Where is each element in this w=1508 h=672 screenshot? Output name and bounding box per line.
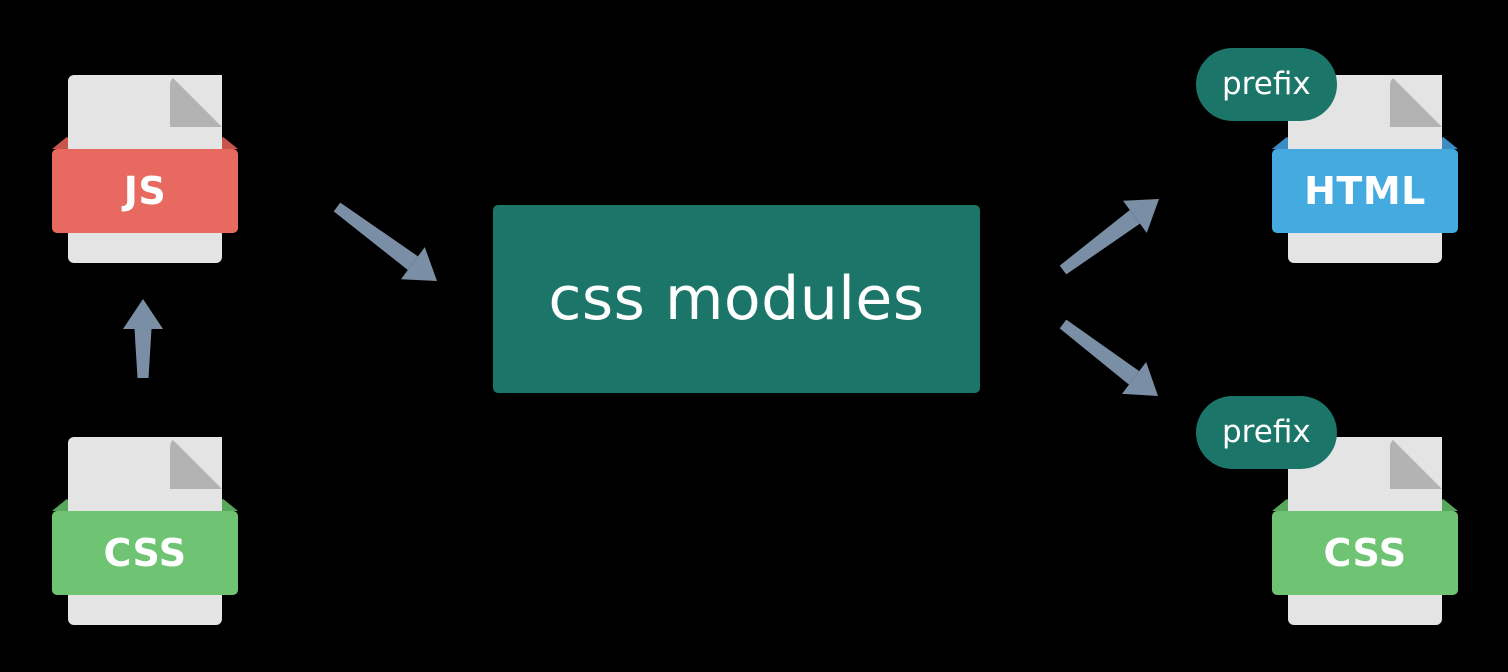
prefix-badge-label: prefix: [1222, 66, 1311, 102]
arrow-css-modules-to-css-head: [1122, 361, 1158, 396]
ribbon-flap-left: [52, 136, 68, 149]
css-prefix-badge[interactable]: prefix: [1196, 396, 1337, 469]
css-modules-label: css modules: [548, 264, 925, 334]
arrow-js-to-css-modules-shaft: [333, 202, 418, 270]
arrow-js-to-css-modules-head: [400, 247, 437, 281]
html-prefix-badge[interactable]: prefix: [1196, 48, 1337, 121]
js-label: JS: [123, 169, 167, 213]
css-ribbon: CSS: [52, 498, 238, 595]
html-label: HTML: [1304, 169, 1426, 213]
css-output-file-icon[interactable]: CSS: [1272, 437, 1458, 625]
html-file-icon[interactable]: HTML: [1272, 75, 1458, 263]
js-ribbon: JS: [52, 136, 238, 233]
ribbon-flap-right: [222, 498, 238, 511]
html-ribbon: HTML: [1272, 136, 1458, 233]
file-fold-corner: [170, 437, 222, 489]
arrow-css-modules-to-html-shaft: [1059, 210, 1140, 275]
css-label: CSS: [103, 531, 187, 575]
css-modules-box[interactable]: css modules: [493, 205, 980, 393]
file-fold-corner: [1390, 75, 1442, 127]
arrow-css-modules-to-css-shaft: [1059, 319, 1140, 385]
css-ribbon: CSS: [1272, 498, 1458, 595]
file-fold-corner: [170, 75, 222, 127]
ribbon-flap-left: [1272, 136, 1288, 149]
arrow-css-modules-to-html-head: [1122, 199, 1159, 233]
file-fold-corner: [1390, 437, 1442, 489]
css-source-file-icon[interactable]: CSS: [52, 437, 238, 625]
ribbon-flap-right: [222, 136, 238, 149]
css-label: CSS: [1323, 531, 1407, 575]
arrow-up-css-to-js-head: [123, 299, 163, 329]
ribbon-flap-right: [1442, 498, 1458, 511]
prefix-badge-label: prefix: [1222, 414, 1311, 450]
ribbon-flap-left: [52, 498, 68, 511]
js-file-icon[interactable]: JS: [52, 75, 238, 263]
ribbon-flap-left: [1272, 498, 1288, 511]
arrow-up-css-to-js-shaft: [134, 329, 152, 378]
ribbon-flap-right: [1442, 136, 1458, 149]
